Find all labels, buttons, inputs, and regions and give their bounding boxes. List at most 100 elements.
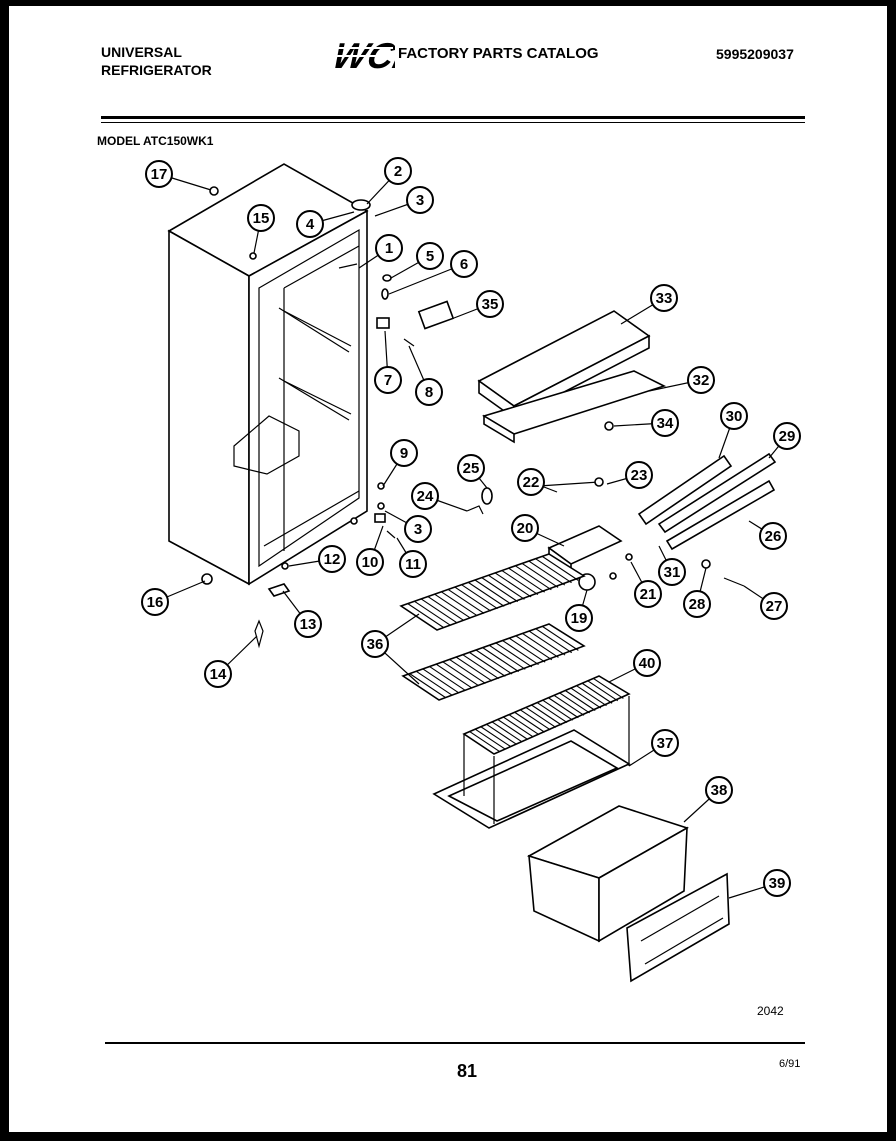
shelf-wire: [559, 692, 590, 714]
svg-text:38: 38: [711, 782, 728, 799]
header-rule-thick: [101, 116, 805, 119]
callout-22: 22: [517, 468, 558, 496]
svg-text:19: 19: [571, 610, 588, 627]
svg-text:36: 36: [367, 636, 384, 653]
callout-29: 29: [768, 422, 801, 459]
shelf-wire: [469, 651, 506, 677]
svg-text:17: 17: [151, 166, 168, 183]
shelf-wire: [449, 658, 486, 684]
callout-23: 23: [606, 461, 653, 489]
svg-text:4: 4: [306, 216, 315, 233]
callout-34: 34: [613, 409, 679, 437]
svg-text:27: 27: [766, 598, 783, 615]
shelf-wire: [488, 574, 525, 600]
callout-1: 1: [358, 234, 403, 269]
shelf-wire: [508, 637, 546, 663]
shelf-wire: [467, 581, 505, 607]
shelf-wire: [514, 711, 545, 733]
callout-4: 4: [296, 210, 355, 238]
callout-35: 35: [453, 290, 504, 319]
svg-text:37: 37: [657, 735, 674, 752]
catalog-number: 5995209037: [716, 46, 794, 62]
shelf-wire: [429, 666, 466, 692]
shelf-wire: [454, 586, 492, 612]
svg-text:30: 30: [726, 408, 743, 425]
shelf-wire: [475, 649, 513, 675]
svg-text:10: 10: [362, 554, 379, 571]
callout-6: 6: [388, 250, 478, 295]
crisper-pan: [526, 805, 689, 943]
shelf-wire: [541, 555, 579, 581]
catalog-date: 6/91: [779, 1058, 801, 1070]
callout-36: 36: [361, 613, 420, 658]
callout-13: 13: [282, 590, 322, 638]
svg-text:31: 31: [664, 564, 681, 581]
shelf-wire: [494, 572, 532, 598]
shelf-wire: [503, 716, 534, 738]
shelf-wire: [461, 584, 498, 610]
shelf-wire: [548, 697, 579, 719]
shelf-wire: [564, 690, 596, 711]
shelf-wire: [474, 579, 512, 605]
callout-20: 20: [511, 514, 565, 547]
shelf-wire: [462, 654, 500, 680]
company-name-line1: UNIVERSAL: [101, 44, 182, 60]
svg-text:39: 39: [769, 875, 786, 892]
callout-17: 17: [145, 160, 212, 191]
svg-text:9: 9: [400, 445, 408, 462]
shelf-wire: [447, 588, 485, 614]
shelf-wire: [414, 600, 451, 626]
shelf-wire: [515, 565, 552, 591]
hardware-parts: [201, 186, 745, 649]
shelf-wire: [495, 642, 533, 668]
svg-text:7: 7: [384, 372, 392, 389]
page-number: 81: [457, 1061, 478, 1081]
shelf-wire: [519, 709, 551, 731]
shelf-wire: [587, 680, 619, 702]
callout-40: 40: [608, 649, 661, 683]
shelf-wire: [508, 714, 540, 736]
svg-text:21: 21: [640, 586, 657, 603]
callout-26: 26: [748, 520, 787, 550]
shelf-wire: [535, 558, 572, 584]
callout-3: 3: [374, 186, 434, 217]
callout-33: 33: [620, 284, 678, 325]
callout-10: 10: [356, 525, 384, 576]
catalog-title: FACTORY PARTS CATALOG: [398, 45, 599, 62]
callout-11: 11: [396, 537, 427, 578]
svg-text:25: 25: [463, 460, 480, 477]
shelf-wire: [407, 603, 445, 629]
svg-text:16: 16: [147, 594, 164, 611]
shelf-wire: [576, 685, 607, 707]
callout-30: 30: [718, 402, 748, 459]
svg-text:5: 5: [426, 248, 434, 265]
shelf-wire: [525, 706, 557, 728]
catalog-page: UNIVERSAL REFRIGERATOR WCI FACTORY PARTS…: [9, 6, 887, 1132]
shelf-wire: [474, 728, 506, 750]
wire-shelves: [399, 553, 586, 701]
crisper-front-panel: [626, 872, 730, 983]
svg-text:33: 33: [656, 290, 673, 307]
svg-text:14: 14: [210, 666, 227, 683]
shelf-wire: [441, 591, 478, 617]
callout-16: 16: [141, 580, 206, 616]
callout-24: 24: [411, 482, 468, 512]
shelf-wire: [455, 656, 493, 682]
shelf-wire: [480, 726, 512, 748]
svg-text:35: 35: [482, 296, 499, 313]
svg-text:22: 22: [523, 474, 540, 491]
shelf-wire: [553, 694, 585, 716]
svg-text:8: 8: [425, 384, 433, 401]
svg-text:29: 29: [779, 428, 796, 445]
svg-text:12: 12: [324, 551, 341, 568]
svg-text:23: 23: [631, 467, 648, 484]
shelf-wire: [420, 598, 458, 624]
shelf-wire: [409, 673, 446, 699]
shelf-wire: [481, 577, 519, 603]
svg-text:20: 20: [517, 520, 534, 537]
exploded-parts-diagram: 1234567893101112131415161719202122232425…: [141, 157, 801, 983]
crisper-cover-frame: [432, 696, 631, 829]
figure-reference: 2042: [757, 1004, 784, 1018]
callout-28: 28: [683, 567, 711, 618]
